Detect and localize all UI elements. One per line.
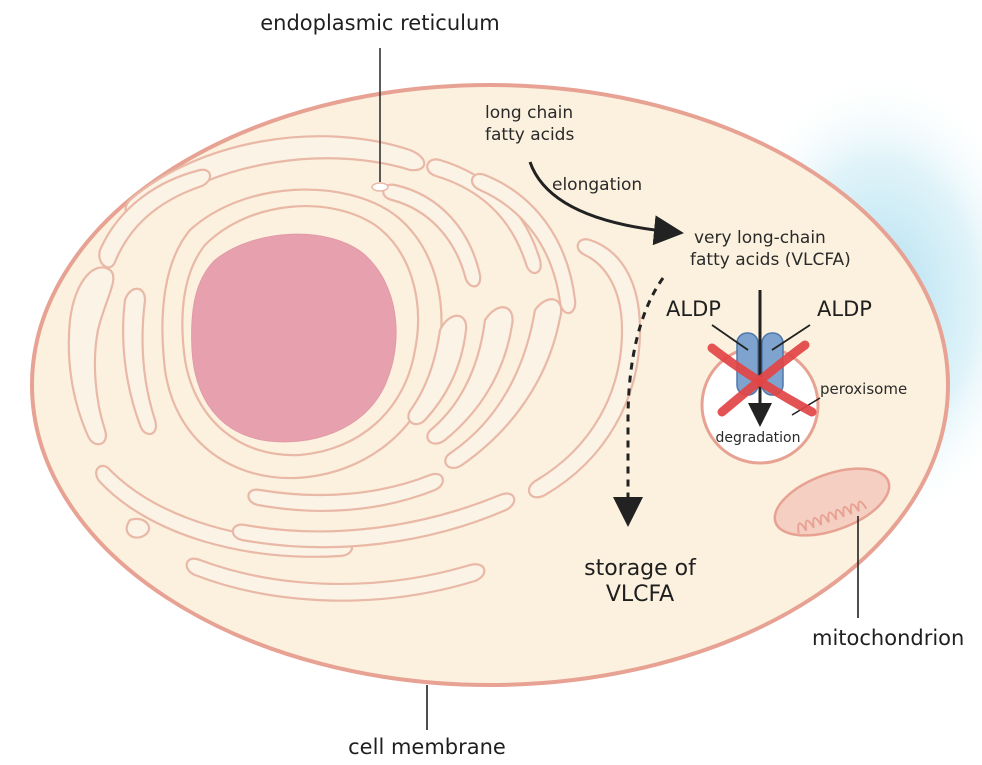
label-storage-vlcfa: VLCFA <box>606 582 674 607</box>
label-elongation: elongation <box>552 175 642 195</box>
label-endoplasmic-reticulum: endoplasmic reticulum <box>260 11 500 35</box>
label-very-long-chain: very long-chain <box>694 228 826 248</box>
label-peroxisome: peroxisome <box>820 380 907 398</box>
label-vlcfa-fatty-acids: fatty acids (VLCFA) <box>690 250 851 270</box>
label-storage-of: storage of <box>584 556 697 581</box>
label-degradation: degradation <box>715 430 800 446</box>
label-aldp-right: ALDP <box>817 297 872 321</box>
label-long-chain: long chain <box>485 103 573 123</box>
label-aldp-left: ALDP <box>666 297 721 321</box>
label-cell-membrane: cell membrane <box>348 735 506 759</box>
label-mitochondrion: mitochondrion <box>812 626 964 650</box>
nucleus <box>192 234 397 442</box>
label-fatty-acids: fatty acids <box>485 125 574 145</box>
